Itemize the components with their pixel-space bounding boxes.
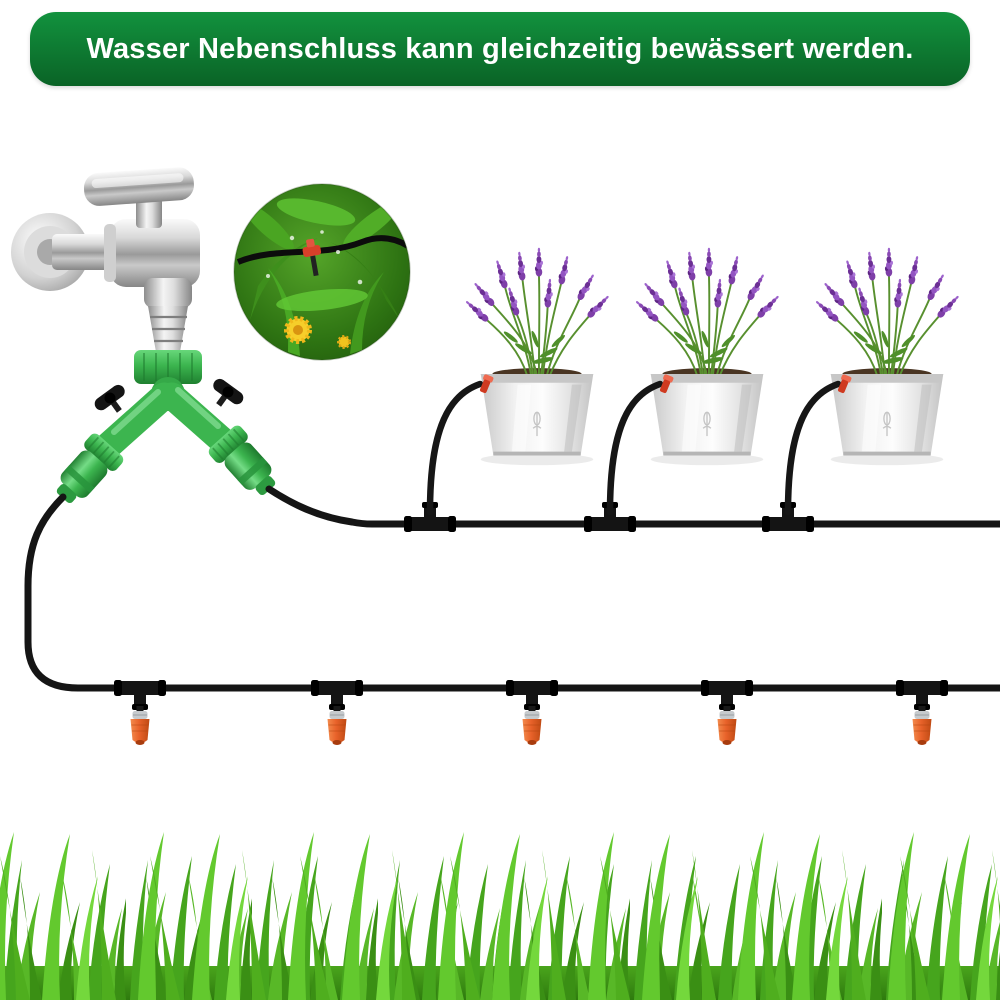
valve-knob-left (94, 384, 125, 413)
faucet (11, 167, 200, 352)
main-line-lower (24, 493, 1000, 692)
main-line-upper (265, 485, 1000, 528)
splitter-arm-left (94, 382, 178, 460)
riser-tube-1 (426, 380, 484, 516)
potted-plant-2 (634, 248, 782, 465)
riser-tube-3 (784, 380, 842, 516)
riser-tube-2 (606, 380, 664, 516)
mist-nozzle-3 (522, 705, 542, 746)
banner: Wasser Nebenschluss kann gleichzeitig be… (30, 12, 970, 86)
inset-photo (233, 183, 411, 361)
splitter-arm-right (158, 382, 238, 456)
inset-drip-emitter (302, 238, 322, 277)
mist-nozzle-4 (717, 705, 737, 746)
inset-tube (236, 235, 410, 265)
valve-knob-right (213, 378, 244, 407)
tee-connector-lower-1 (114, 680, 166, 710)
potted-plant-3 (814, 248, 962, 465)
grass (0, 830, 1000, 1000)
faucet-body (110, 219, 200, 287)
banner-text: Wasser Nebenschluss kann gleichzeitig be… (86, 32, 914, 65)
tubing (24, 485, 1000, 692)
tee-connector-lower-5 (896, 680, 948, 710)
mist-nozzle-2 (327, 705, 347, 746)
mist-nozzle-5 (912, 705, 932, 746)
tee-connector-lower-4 (701, 680, 753, 710)
tee-connector-lower-2 (311, 680, 363, 710)
mist-nozzle-1 (130, 705, 150, 746)
y-splitter (46, 350, 286, 513)
tee-connector-lower-3 (506, 680, 558, 710)
faucet-spout (144, 278, 192, 308)
yellow-flower (284, 316, 351, 349)
faucet-handle (83, 167, 194, 228)
potted-plant-1 (464, 248, 612, 465)
water-droplets (266, 230, 363, 285)
